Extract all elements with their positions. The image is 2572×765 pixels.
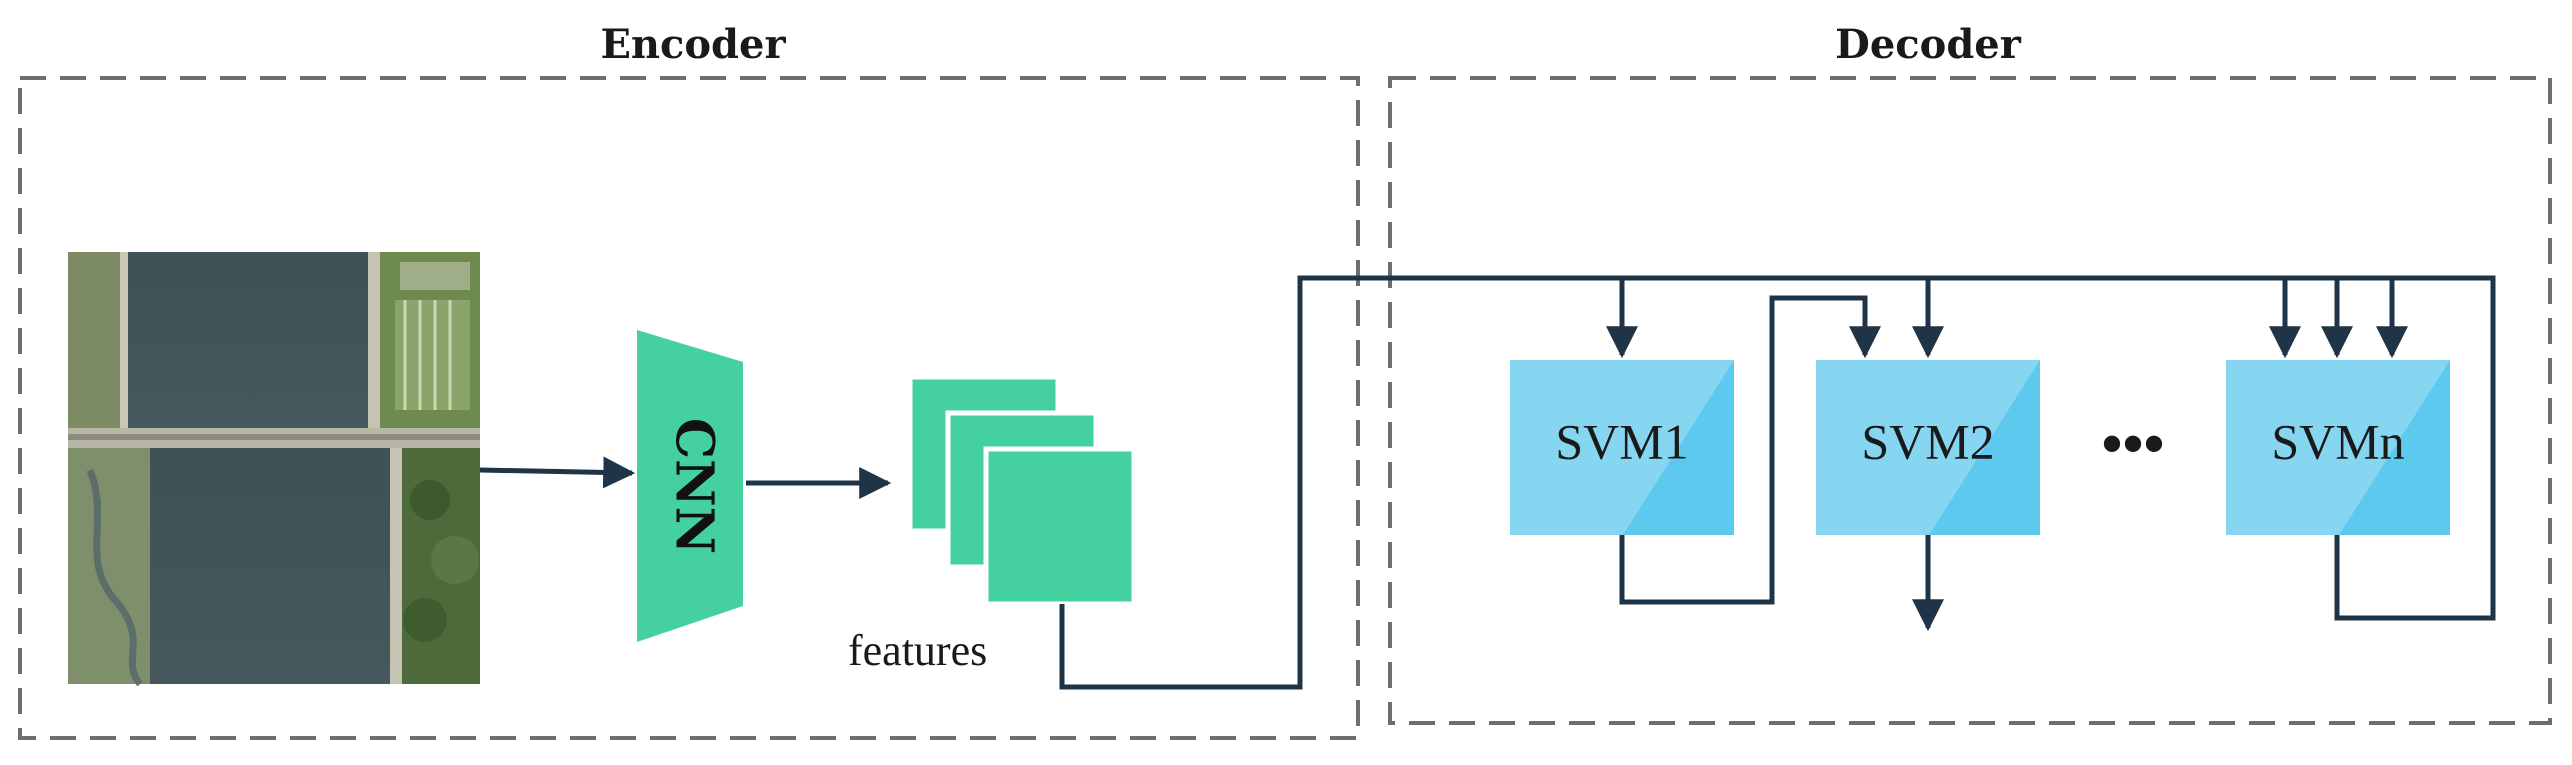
encoder-boundary	[18, 76, 1360, 740]
svmn-label: SVMn	[2271, 413, 2404, 469]
svm1-to-svm2-line	[1619, 295, 1881, 605]
svm1-block: SVM1	[1510, 360, 1734, 535]
image-to-cnn-arrow	[479, 456, 636, 489]
input-aerial-image	[68, 252, 480, 687]
chain-to-svmn-line	[2232, 275, 2353, 359]
features-label: features	[848, 626, 987, 675]
encoder-title: Encoder	[600, 21, 786, 68]
decoder-boundary	[1388, 76, 2552, 725]
svmn-block: SVMn	[2226, 360, 2450, 535]
decoder-title: Decoder	[1835, 21, 2022, 68]
cnn-block: CNN	[637, 330, 743, 642]
svmn-feedback-line	[2334, 275, 2496, 621]
svm2-block: SVM2	[1816, 360, 2040, 535]
cnn-label: CNN	[664, 418, 725, 554]
feature-maps-stack	[907, 374, 1137, 607]
svm1-label: SVM1	[1555, 413, 1688, 469]
svm2-label: SVM2	[1861, 413, 1994, 469]
ellipsis: •••	[2101, 411, 2164, 477]
features-to-decoder-line	[1059, 275, 2495, 690]
